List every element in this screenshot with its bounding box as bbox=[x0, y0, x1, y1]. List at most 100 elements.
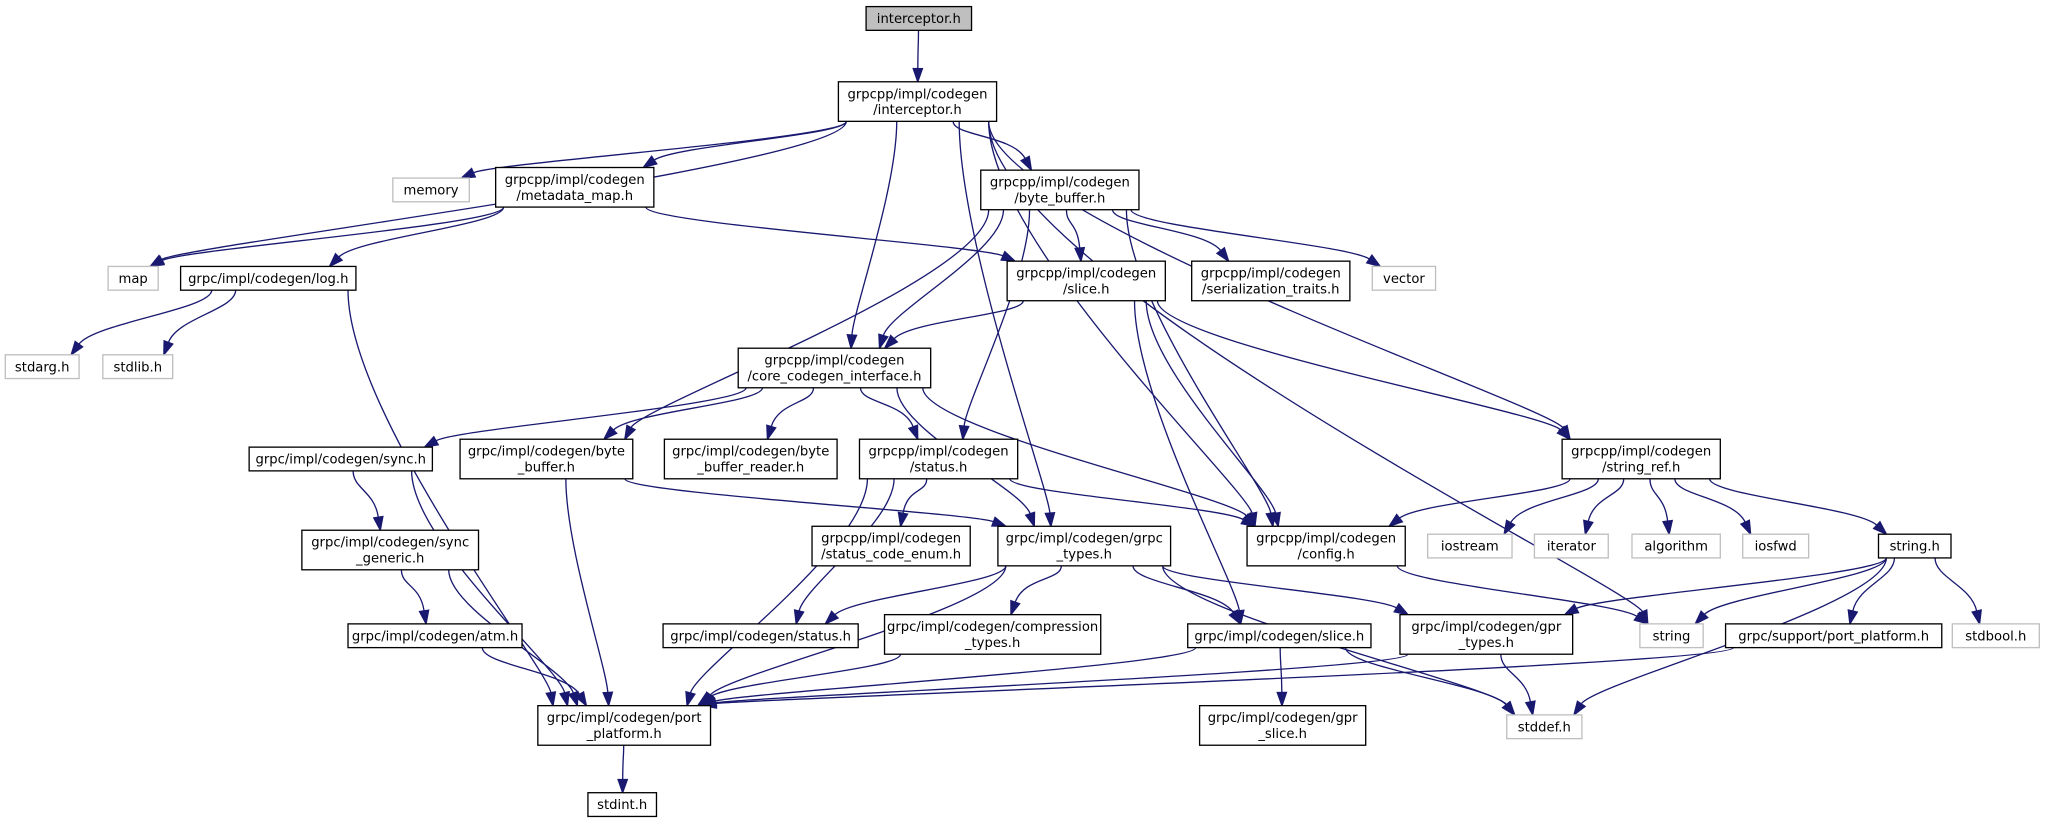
node-core-codegen-interface[interactable]: grpcpp/impl/codegen/core_codegen_interfa… bbox=[737, 347, 932, 389]
node-label: /config.h bbox=[1298, 548, 1355, 563]
nodes-layer: interceptor.h grpcpp/impl/codegen/interce… bbox=[4, 5, 2040, 818]
arrowhead-icon bbox=[418, 609, 430, 626]
edge-byte_buffer_c-to-grpc_types bbox=[624, 478, 1008, 527]
node-status-c[interactable]: grpc/impl/codegen/status.h bbox=[662, 623, 859, 649]
node-label: grpc/impl/codegen/byte bbox=[672, 445, 829, 460]
node-config[interactable]: grpcpp/impl/codegen/config.h bbox=[1246, 525, 1406, 567]
edge-line bbox=[1162, 565, 1397, 609]
node-box bbox=[1198, 704, 1367, 746]
arrowhead-icon bbox=[70, 340, 84, 357]
edge-line bbox=[1014, 565, 1063, 603]
node-box bbox=[1426, 533, 1513, 559]
edge-status_cpp-to-status_code_enum bbox=[897, 478, 928, 529]
node-iterator: iterator bbox=[1533, 533, 1609, 559]
edge-line bbox=[770, 387, 815, 427]
edge-support_port_platform-to-port_platform bbox=[700, 647, 1735, 709]
node-label: grpc/support/port_platform.h bbox=[1738, 629, 1929, 644]
edge-compression_types-to-port_platform bbox=[696, 653, 902, 707]
node-label: grpc/impl/codegen/sync bbox=[311, 536, 469, 551]
edge-byte_buffer_cpp-to-vector bbox=[1130, 209, 1382, 268]
node-string-h[interactable]: string.h bbox=[1877, 533, 1952, 559]
node-metadata-map[interactable]: grpcpp/impl/codegen/metadata_map.h bbox=[494, 166, 655, 208]
node-box bbox=[392, 177, 470, 203]
edge-line bbox=[435, 387, 747, 442]
node-box bbox=[1951, 623, 2040, 649]
node-label: grpcpp/impl/codegen bbox=[869, 445, 1009, 460]
node-box bbox=[1246, 525, 1406, 567]
node-string-ref[interactable]: grpcpp/impl/codegen/string_ref.h bbox=[1561, 438, 1721, 480]
node-label: grpcpp/impl/codegen bbox=[1256, 532, 1396, 547]
node-box bbox=[1724, 623, 1943, 649]
node-compression-types[interactable]: grpc/impl/codegen/compression_types.h bbox=[883, 613, 1102, 655]
edge-root-to-interceptor bbox=[912, 30, 924, 84]
node-stdint[interactable]: stdint.h bbox=[587, 792, 658, 818]
edge-line bbox=[613, 387, 764, 431]
edge-line bbox=[347, 290, 552, 693]
edge-log-to-stdarg bbox=[70, 289, 213, 357]
node-support-port-platform[interactable]: grpc/support/port_platform.h bbox=[1724, 623, 1943, 649]
arrowhead-icon bbox=[1010, 599, 1021, 617]
edge-interceptor-to-grpc_types bbox=[958, 121, 1056, 529]
edge-line bbox=[338, 206, 505, 258]
node-slice-c[interactable]: grpc/impl/codegen/slice.h bbox=[1187, 623, 1372, 649]
edge-line bbox=[715, 647, 1735, 705]
node-interceptor[interactable]: grpcpp/impl/codegen/interceptor.h bbox=[837, 81, 998, 123]
edge-line bbox=[1674, 478, 1746, 523]
edge-byte_buffer_cpp-to-slice_cpp bbox=[1065, 209, 1086, 264]
edge-line bbox=[1133, 300, 1240, 611]
arrowhead-icon bbox=[1693, 610, 1709, 626]
node-box bbox=[837, 81, 998, 123]
edge-line bbox=[715, 653, 1409, 704]
node-box bbox=[179, 265, 357, 291]
arrowhead-icon bbox=[1365, 254, 1382, 268]
edge-slice_cpp-to-core_codegen_interface bbox=[883, 300, 1024, 350]
arrowhead-icon bbox=[148, 255, 166, 268]
node-label: grpc/impl/codegen/status.h bbox=[670, 629, 851, 644]
node-status-cpp[interactable]: grpcpp/impl/codegen/status.h bbox=[858, 438, 1019, 480]
node-status-code-enum[interactable]: grpcpp/impl/codegen/status_code_enum.h bbox=[811, 525, 971, 567]
node-log[interactable]: grpc/impl/codegen/log.h bbox=[179, 265, 357, 291]
edge-line bbox=[565, 478, 609, 693]
edge-line bbox=[622, 745, 625, 780]
edge-string_h-to-support_port_platform bbox=[1847, 557, 1896, 626]
node-label: interceptor.h bbox=[877, 12, 961, 27]
node-gpr-slice[interactable]: grpc/impl/codegen/gpr_slice.h bbox=[1198, 704, 1367, 746]
node-label: /status.h bbox=[910, 461, 967, 476]
edge-line bbox=[963, 209, 1031, 427]
node-label: string bbox=[1653, 629, 1691, 644]
arrowhead-icon bbox=[574, 690, 588, 708]
edge-line bbox=[988, 121, 1564, 429]
arrowhead-icon bbox=[878, 333, 889, 351]
edge-line bbox=[902, 478, 928, 514]
edge-string_ref-to-iostream bbox=[1503, 478, 1600, 536]
edge-grpc_types-to-gpr_types bbox=[1162, 565, 1410, 616]
node-gpr-types[interactable]: grpc/impl/codegen/gpr_types.h bbox=[1399, 613, 1574, 655]
node-box bbox=[1631, 533, 1721, 559]
node-label: grpc/impl/codegen/slice.h bbox=[1194, 629, 1364, 644]
node-serialization-traits[interactable]: grpcpp/impl/codegen/serialization_traits… bbox=[1191, 260, 1351, 302]
edge-line bbox=[851, 121, 898, 336]
node-byte-buffer-reader[interactable]: grpc/impl/codegen/byte_buffer_reader.h bbox=[663, 438, 838, 480]
arrowhead-icon bbox=[897, 511, 909, 529]
edge-string_h-to-string bbox=[1693, 557, 1888, 626]
node-atm[interactable]: grpc/impl/codegen/atm.h bbox=[347, 623, 523, 649]
edge-slice_c-to-stddef bbox=[1344, 647, 1516, 717]
edge-sync_generic-to-atm bbox=[400, 569, 430, 626]
edge-line bbox=[410, 470, 566, 693]
arrowhead-icon bbox=[1044, 512, 1056, 529]
node-label: grpcpp/impl/codegen bbox=[1016, 267, 1156, 282]
node-byte-buffer-cpp[interactable]: grpcpp/impl/codegen/byte_buffer.h bbox=[980, 169, 1140, 211]
node-label: /string_ref.h bbox=[1602, 461, 1680, 476]
node-label: grpcpp/impl/codegen bbox=[821, 532, 961, 547]
node-sync-generic[interactable]: grpc/impl/codegen/sync_generic.h bbox=[301, 529, 480, 571]
node-byte-buffer-c[interactable]: grpc/impl/codegen/byte_buffer.h bbox=[459, 438, 634, 480]
node-label: map bbox=[119, 272, 148, 287]
node-sync[interactable]: grpc/impl/codegen/sync.h bbox=[248, 446, 434, 472]
node-port-platform[interactable]: grpc/impl/codegen/port_platform.h bbox=[537, 704, 712, 746]
node-slice-cpp[interactable]: grpcpp/impl/codegen/slice.h bbox=[1006, 260, 1166, 302]
node-grpc-types[interactable]: grpc/impl/codegen/grpc_types.h bbox=[997, 525, 1172, 567]
edge-line bbox=[1111, 209, 1222, 252]
edge-line bbox=[1396, 565, 1638, 617]
edge-line bbox=[882, 209, 1005, 336]
node-box bbox=[301, 529, 480, 571]
